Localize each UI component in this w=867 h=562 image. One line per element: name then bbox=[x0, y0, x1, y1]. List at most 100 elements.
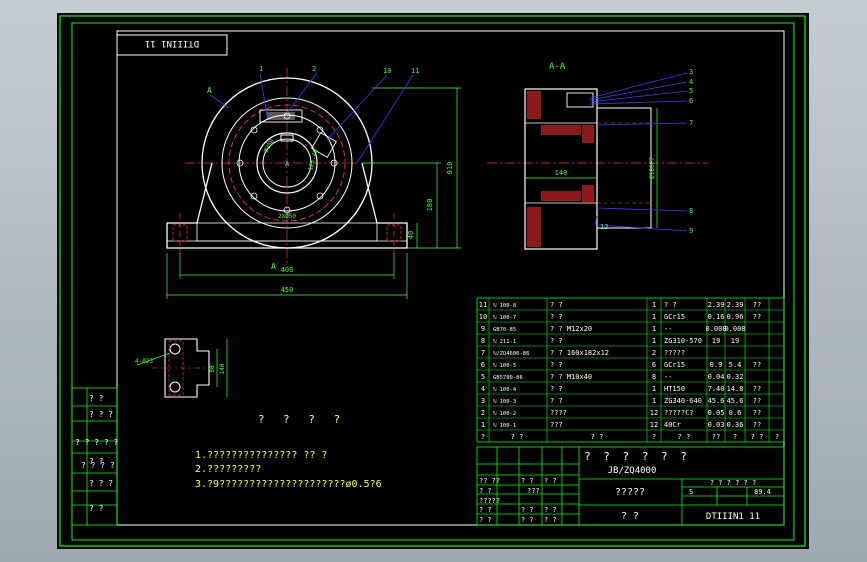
parts-cell: 40Cr bbox=[664, 421, 681, 429]
dim-slot: 125.48 bbox=[307, 148, 319, 171]
parts-cell: 0.6 bbox=[729, 409, 742, 417]
parts-cell: 1 bbox=[652, 385, 656, 393]
parts-cell: ? ? bbox=[550, 361, 563, 369]
parts-header-cell: ?? bbox=[712, 433, 720, 441]
parts-cell: ZG310-570 bbox=[664, 337, 702, 345]
parts-cell: ? ? 160x182x12 bbox=[550, 349, 609, 357]
parts-cell: 6 bbox=[652, 361, 656, 369]
dim-bolt: 2XØ50 bbox=[278, 213, 296, 220]
callout-12: 12 bbox=[600, 223, 608, 231]
callout-3: 3 bbox=[689, 68, 693, 76]
parts-cell: ? ? bbox=[550, 301, 563, 309]
title-scale-s: S bbox=[689, 488, 693, 496]
parts-cell: GB70-85 bbox=[493, 327, 516, 333]
parts-cell: 45.6 bbox=[708, 397, 725, 405]
parts-cell: 19 bbox=[731, 337, 739, 345]
title-drawing-no: DTIIIN1 11 bbox=[706, 512, 760, 522]
parts-cell: 11 bbox=[479, 301, 487, 309]
parts-cell: ?? bbox=[753, 421, 761, 429]
parts-cell: GB5780-86 bbox=[493, 375, 523, 381]
title-stamp: DTIIIN1 11 bbox=[145, 38, 199, 48]
parts-cell: ℕ 100-3 bbox=[493, 399, 516, 405]
sign-label-9: ? ? bbox=[521, 516, 534, 524]
dim-diameter: Ø180F7 bbox=[649, 157, 656, 179]
dim-80: 80 bbox=[209, 365, 216, 373]
strip-label-3: ? ? ? ? ? bbox=[75, 438, 119, 447]
callout-10: 10 bbox=[383, 67, 391, 75]
parts-cell: ℕ 100-1 bbox=[493, 423, 516, 429]
callout-9: 9 bbox=[689, 227, 693, 235]
parts-header-cell: ? ? bbox=[678, 433, 691, 441]
parts-cell: 5 bbox=[481, 373, 485, 381]
drawing-sheet[interactable]: DTIIIN1 11 ? ? ? ? ? ? ? ? ? ? ? ? ? ? ?… bbox=[57, 13, 809, 549]
left-revision-strip bbox=[71, 387, 118, 526]
parts-cell: 3 bbox=[481, 397, 485, 405]
parts-header-cell: ? bbox=[652, 433, 656, 441]
parts-cell: 14.8 bbox=[727, 385, 744, 393]
title-company: ? ? bbox=[621, 511, 639, 522]
parts-cell: 0.9 bbox=[710, 361, 723, 369]
parts-cell: 0.32 bbox=[727, 373, 744, 381]
parts-cell: ℕ/ZQ4606-86 bbox=[493, 351, 529, 357]
strip-label-7: ? ? bbox=[89, 504, 104, 513]
dim-180: 180 bbox=[426, 199, 434, 212]
parts-cell: ?? bbox=[753, 313, 761, 321]
callout-4: 4 bbox=[689, 78, 693, 86]
parts-header-cell: ? bbox=[481, 433, 485, 441]
parts-cell: 7.40 bbox=[708, 385, 725, 393]
detail-view[interactable]: 4-Ø23 80 140 bbox=[135, 338, 228, 398]
parts-cell: 6 bbox=[481, 361, 485, 369]
parts-header-cell: ? ? bbox=[751, 433, 764, 441]
dim-40: 40 bbox=[407, 231, 415, 239]
outer-border bbox=[59, 15, 806, 547]
parts-cell: 0.04 bbox=[708, 373, 725, 381]
note-3: 3.?9?????????????????????ø0.5?6 bbox=[195, 479, 382, 490]
parts-cell: ?? bbox=[753, 301, 761, 309]
front-view[interactable]: 400 450 910 180 40 Ø250 2XØ50 125.48 A A… bbox=[166, 65, 461, 299]
parts-cell: 2 bbox=[481, 409, 485, 417]
callout-7: 7 bbox=[689, 119, 693, 127]
title-top: ? ? ? ? ? ? bbox=[584, 450, 690, 463]
dim-bore: Ø250 bbox=[263, 138, 276, 154]
strip-label-4: ? ? bbox=[89, 457, 104, 466]
parts-cell: GCr15 bbox=[664, 361, 685, 369]
section-label: A-A bbox=[549, 62, 566, 72]
parts-cell: 0.36 bbox=[727, 421, 744, 429]
title-standard: JB/ZQ4000 bbox=[608, 466, 657, 476]
parts-cell: ?? bbox=[753, 361, 761, 369]
title-product: ????? bbox=[615, 487, 645, 498]
parts-cell: 0.05 bbox=[708, 409, 725, 417]
sign-label-7: ? ? bbox=[479, 516, 492, 524]
parts-cell: ℕ 100-4 bbox=[493, 387, 517, 393]
parts-cell: ? ? bbox=[664, 301, 677, 309]
callout-2: 2 bbox=[312, 65, 316, 73]
date-1: ??? bbox=[527, 487, 540, 495]
parts-header-cell: ? bbox=[733, 433, 737, 441]
parts-cell: 12 bbox=[650, 421, 658, 429]
parts-cell: 7 bbox=[481, 349, 485, 357]
parts-cell: 1 bbox=[652, 337, 656, 345]
section-view[interactable]: A-A 140 Ø180F7 bbox=[487, 62, 709, 250]
callout-8: 8 bbox=[689, 207, 693, 215]
parts-cell: ? ? bbox=[550, 313, 563, 321]
parts-cell: ? ? M10x40 bbox=[550, 373, 592, 381]
parts-cell: HT150 bbox=[664, 385, 685, 393]
sign-label-8: ? ? bbox=[521, 506, 534, 514]
parts-header-cell: ? ? bbox=[511, 433, 524, 441]
inner-border bbox=[71, 22, 795, 541]
parts-cell: 8 bbox=[481, 337, 485, 345]
parts-cell: 1 bbox=[652, 325, 656, 333]
drawing-canvas: DTIIIN1 11 ? ? ? ? ? ? ? ? ? ? ? ? ? ? ?… bbox=[59, 15, 806, 547]
parts-cell: 0.008 bbox=[724, 325, 745, 333]
dim-detail-140: 140 bbox=[219, 363, 226, 374]
parts-cell: 2 bbox=[652, 349, 656, 357]
parts-cell: ????? bbox=[664, 349, 685, 357]
title-stamp-box bbox=[116, 34, 228, 56]
parts-cell: 0.03 bbox=[708, 421, 725, 429]
parts-cell: ℕ 100-5 bbox=[493, 363, 516, 369]
label-a-bottom: A bbox=[271, 262, 276, 271]
parts-cell: 8 bbox=[652, 373, 656, 381]
sign-label-3: ? ? bbox=[544, 477, 557, 485]
parts-cell: 9 bbox=[481, 325, 485, 333]
